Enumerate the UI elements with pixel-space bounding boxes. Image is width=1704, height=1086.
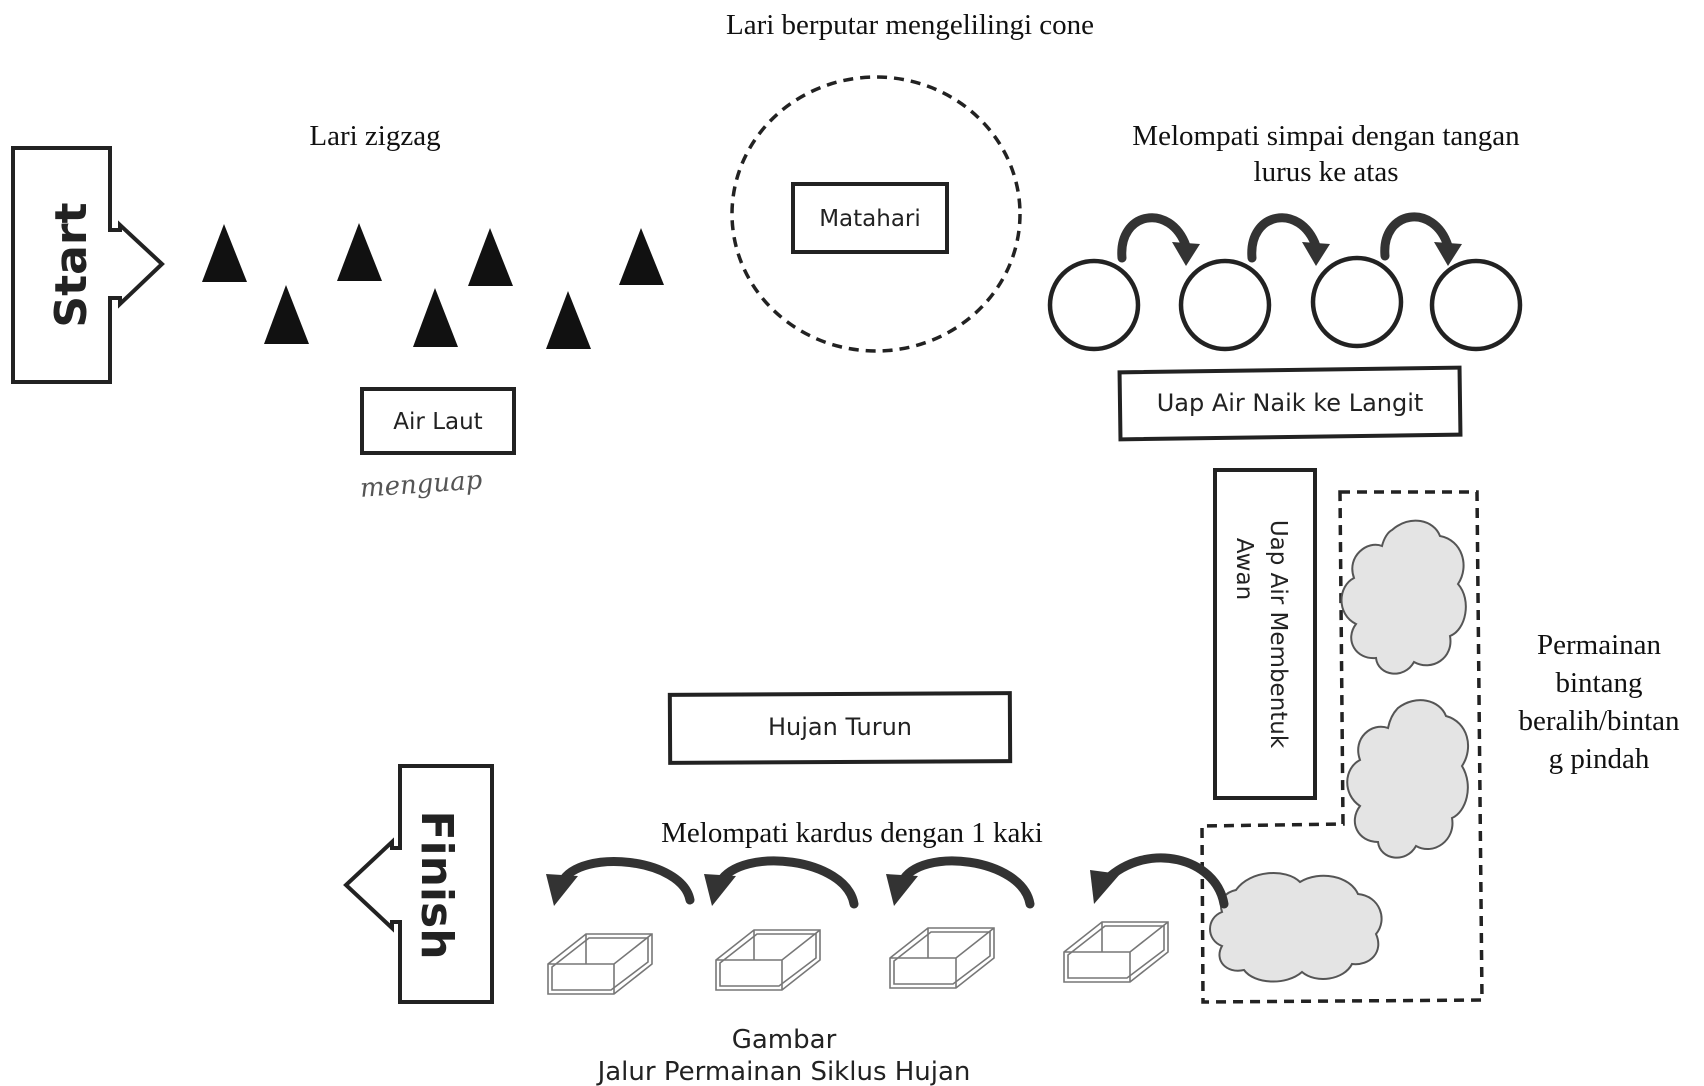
vapor-rise-box: Uap Air Naik ke Langit — [1117, 365, 1463, 442]
cardboard-box-icon — [1063, 921, 1169, 983]
cardboard-row — [547, 921, 1169, 995]
hoop-label-line2: lurus ke atas — [1254, 156, 1399, 188]
vapor-up-label: Uap Air Naik ke Langit — [1157, 389, 1424, 417]
curved-arrow-icon — [1117, 213, 1200, 266]
hoop-icon — [1178, 258, 1272, 352]
curved-arrow-icon — [704, 856, 859, 909]
circle-run-label: Lari berputar mengelilingi cone — [726, 9, 1094, 41]
rain-label: Hujan Turun — [768, 713, 912, 741]
cone-icon — [264, 285, 309, 344]
cloud-forming-box: Uap Air Membentuk Awan — [1213, 468, 1317, 800]
cone-row — [202, 223, 664, 349]
hoop-icon — [1047, 258, 1141, 352]
curved-arrow-icon — [886, 856, 1035, 909]
cloud-form-line2: Awan — [1231, 538, 1257, 600]
curved-arrow-icon — [1380, 212, 1462, 266]
circle-run-path — [730, 75, 1022, 353]
sun-label: Matahari — [819, 206, 921, 232]
start-sign: Start — [11, 146, 165, 384]
cone-icon — [546, 291, 591, 349]
sea-water-box: Air Laut — [360, 387, 516, 455]
cloud-icon — [1340, 519, 1467, 675]
sea-label: Air Laut — [393, 409, 482, 435]
curved-arrow-icon — [546, 857, 695, 906]
cone-icon — [619, 228, 664, 285]
cloud-form-line1: Uap Air Membentuk — [1265, 520, 1291, 749]
cone-icon — [468, 228, 513, 286]
cardboard-box-icon — [715, 929, 821, 991]
box-jump-label: Melompati kardus dengan 1 kaki — [661, 817, 1043, 849]
box-jump-arrows — [546, 853, 1229, 909]
cone-icon — [337, 223, 382, 281]
cloud-icon — [1346, 699, 1470, 859]
hoop-row — [1047, 255, 1523, 352]
hoop-label-line1: Melompati simpai dengan tangan — [1132, 120, 1520, 152]
hoop-icon — [1310, 255, 1404, 349]
finish-label: Finish — [411, 810, 462, 959]
start-label: Start — [46, 202, 97, 327]
hoop-icon — [1429, 258, 1523, 352]
curved-arrow-icon — [1090, 853, 1229, 909]
caption-line2: Jalur Permainan Siklus Hujan — [596, 1057, 971, 1086]
cloud-icon — [1209, 871, 1383, 983]
star-game-line4: g pindah — [1549, 743, 1650, 775]
zigzag-label: Lari zigzag — [309, 120, 440, 152]
star-game-line2: bintang — [1556, 667, 1643, 699]
hoop-jump-arrows — [1117, 212, 1462, 266]
curved-arrow-icon — [1247, 213, 1330, 266]
cardboard-box-icon — [889, 927, 995, 989]
caption-line1: Gambar — [732, 1025, 837, 1055]
star-game-line1: Permainan — [1537, 629, 1662, 661]
sun-box: Matahari — [791, 182, 949, 254]
star-game-line3: beralih/bintan — [1518, 705, 1680, 737]
rain-box: Hujan Turun — [667, 691, 1013, 765]
handwritten-note: menguap — [359, 465, 483, 503]
cone-icon — [413, 288, 458, 347]
cone-icon — [202, 224, 247, 282]
cardboard-box-icon — [547, 933, 653, 995]
star-game-area — [1200, 490, 1484, 1004]
finish-sign: Finish — [343, 764, 494, 1004]
